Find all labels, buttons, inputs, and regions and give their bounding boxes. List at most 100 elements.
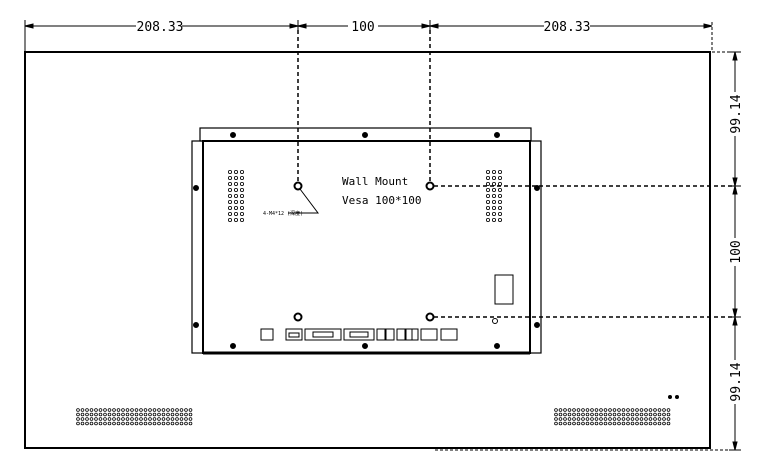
speaker-hole	[148, 408, 152, 412]
speaker-hole	[612, 417, 617, 421]
speaker-hole	[590, 412, 594, 417]
speaker-hole	[103, 417, 107, 421]
speaker-hole	[80, 412, 85, 417]
speaker-hole	[76, 412, 80, 417]
speaker-hole	[585, 421, 590, 426]
speaker-hole	[161, 412, 166, 417]
speaker-hole	[626, 417, 630, 421]
vent-hole	[239, 193, 244, 198]
speaker-hole	[585, 412, 590, 417]
speaker-hole	[148, 412, 152, 417]
speaker-hole	[644, 408, 648, 412]
vent-hole	[491, 187, 496, 192]
speaker-hole	[563, 408, 567, 412]
speaker-hole	[630, 408, 635, 412]
speaker-hole	[139, 417, 143, 421]
speaker-hole	[103, 421, 107, 426]
speaker-hole	[594, 417, 599, 421]
speaker-hole	[125, 417, 130, 421]
speaker-hole	[657, 417, 662, 421]
speaker-hole	[148, 417, 152, 421]
speaker-hole	[639, 417, 644, 421]
speaker-hole	[662, 421, 666, 426]
speaker-hole	[188, 412, 193, 417]
speaker-hole	[581, 417, 585, 421]
extension-lines	[297, 30, 735, 318]
speaker-hole	[76, 417, 80, 421]
speaker-hole	[152, 408, 157, 412]
speaker-hole	[139, 412, 143, 417]
speaker-hole	[626, 408, 630, 412]
speaker-hole	[107, 417, 112, 421]
speaker-hole	[572, 421, 576, 426]
speaker-hole	[125, 412, 130, 417]
speaker-hole	[157, 408, 161, 412]
speaker-hole	[89, 412, 94, 417]
vent-hole	[485, 199, 490, 204]
speaker-hole	[608, 408, 612, 412]
speaker-hole	[157, 417, 161, 421]
speaker-hole	[666, 412, 671, 417]
speaker-hole	[94, 417, 98, 421]
speaker-hole	[184, 408, 188, 412]
speaker-hole	[603, 417, 608, 421]
screw-icon	[193, 185, 199, 191]
speaker-hole	[563, 421, 567, 426]
screw-icon	[230, 343, 236, 349]
speaker-hole	[585, 417, 590, 421]
speaker-hole	[125, 421, 130, 426]
speaker-hole	[612, 408, 617, 412]
speaker-hole	[599, 408, 603, 412]
speaker-hole	[98, 417, 103, 421]
vent-hole	[239, 181, 244, 186]
speaker-hole	[98, 412, 103, 417]
screw-icon	[534, 185, 540, 191]
speaker-hole	[170, 408, 175, 412]
speaker-hole	[134, 417, 139, 421]
vent-hole	[239, 187, 244, 192]
speaker-hole	[621, 417, 626, 421]
vent-hole	[491, 205, 496, 210]
vent-hole	[485, 175, 490, 180]
speaker-hole	[107, 421, 112, 426]
speaker-hole	[152, 421, 157, 426]
speaker-hole	[157, 421, 161, 426]
speaker-hole	[567, 408, 572, 412]
speaker-hole	[134, 408, 139, 412]
speaker-hole	[166, 408, 170, 412]
speaker-hole	[103, 408, 107, 412]
screw-note: 4-M4*12 (深度)	[263, 210, 303, 217]
speaker-hole	[121, 412, 125, 417]
speaker-hole	[76, 421, 80, 426]
vent-hole	[485, 181, 490, 186]
speaker-hole	[554, 421, 558, 426]
camera-holes	[668, 395, 679, 399]
speaker-hole	[98, 408, 103, 412]
speaker-hole	[85, 408, 89, 412]
dim-right-center: 100	[729, 240, 744, 263]
speaker-hole	[590, 417, 594, 421]
speaker-hole	[648, 421, 653, 426]
vent-hole	[497, 199, 502, 204]
speaker-hole	[130, 412, 134, 417]
speaker-hole	[648, 408, 653, 412]
speaker-hole	[179, 412, 184, 417]
vent-hole	[233, 169, 238, 174]
vent-hole	[227, 211, 232, 216]
speaker-hole	[175, 412, 179, 417]
io-ports	[260, 328, 458, 341]
speaker-hole	[608, 421, 612, 426]
speaker-hole	[558, 412, 563, 417]
speaker-hole	[166, 421, 170, 426]
vent-hole	[233, 187, 238, 192]
screw-icon	[362, 343, 368, 349]
speaker-hole	[567, 417, 572, 421]
speaker-hole	[558, 417, 563, 421]
speaker-hole	[666, 421, 671, 426]
wall-mount-label: Wall Mount	[342, 175, 408, 188]
speaker-hole	[581, 408, 585, 412]
speaker-hole	[563, 412, 567, 417]
speaker-hole	[184, 421, 188, 426]
speaker-hole	[554, 417, 558, 421]
